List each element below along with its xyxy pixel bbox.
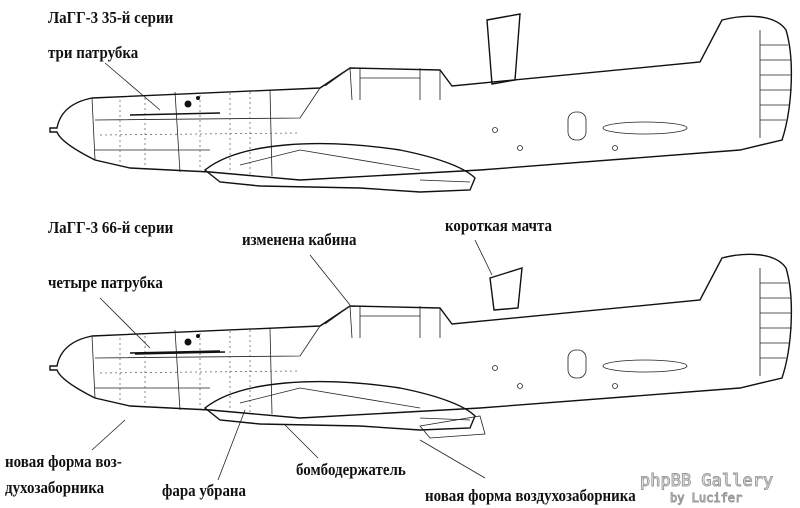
label-four-exhausts: четыре патрубка — [48, 273, 163, 292]
leader-lines — [91, 62, 493, 481]
title-series-35: ЛаГГ-3 35-й серии — [48, 8, 174, 27]
watermark-line1: phpBB Gallery — [639, 471, 774, 492]
label-bomb-rack: бомбодержатель — [296, 460, 406, 479]
watermark-line2: by Lucifer — [669, 491, 743, 506]
label-headlight-removed: фара убрана — [162, 481, 247, 500]
exhaust-stubs-four — [134, 351, 226, 355]
label-changed-cockpit: изменена кабина — [242, 230, 357, 249]
label-new-intake-left-1: новая форма воз- — [5, 452, 122, 471]
new-intake — [419, 415, 486, 439]
label-new-intake-right: новая форма воздухозаборника — [425, 486, 636, 505]
label-short-mast: короткая мачта — [445, 216, 552, 235]
aircraft-series-35 — [49, 13, 793, 193]
aircraft-series-66 — [49, 253, 793, 439]
antenna-mast-tall — [486, 13, 521, 85]
label-new-intake-left-2: духозаборника — [5, 478, 105, 497]
label-three-exhausts: три патрубка — [48, 43, 139, 62]
title-series-66: ЛаГГ-3 66-й серии — [48, 218, 174, 237]
antenna-mast-short — [489, 267, 523, 311]
